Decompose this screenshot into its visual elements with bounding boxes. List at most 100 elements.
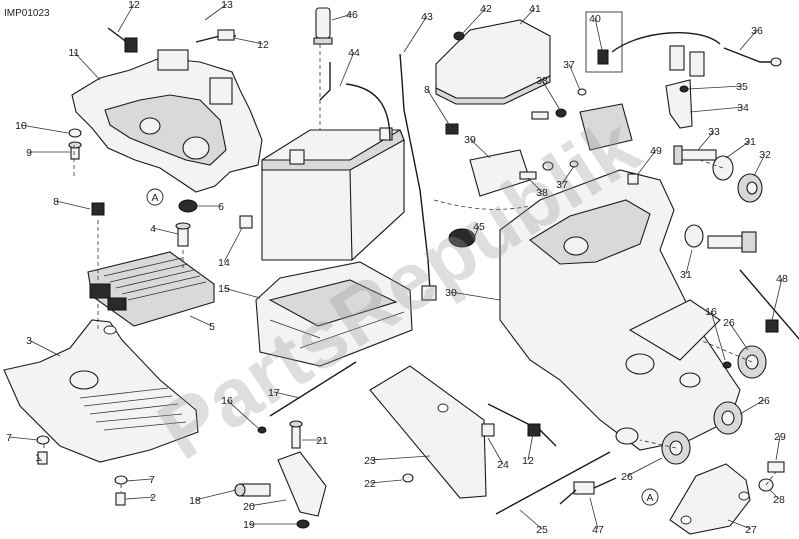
callout-label-47: 47: [592, 524, 604, 536]
callout-label-12: 12: [128, 0, 140, 11]
parts-artwork: [3, 7, 799, 535]
reference-mark-upper: A: [146, 188, 164, 206]
callout-leader: [223, 227, 243, 263]
callout-label-36: 36: [751, 25, 763, 37]
callout-label-25: 25: [536, 524, 548, 536]
callout-leader: [487, 437, 504, 465]
callout-leader: [223, 287, 261, 299]
callout-label-12: 12: [257, 39, 269, 51]
callout-label-43: 43: [421, 11, 433, 23]
callout-leader: [189, 315, 213, 327]
cable-clamp-top: [107, 27, 236, 53]
callout-leader: [8, 436, 39, 441]
callout-label-31: 31: [680, 269, 692, 281]
callout-label-8: 8: [53, 196, 59, 208]
callout-leader: [519, 509, 543, 530]
callout-leader: [637, 149, 657, 175]
callout-leader: [273, 391, 301, 399]
callout-label-22: 22: [364, 478, 376, 490]
callout-leader: [739, 29, 758, 51]
callout-label-5: 5: [209, 321, 215, 333]
grommet-45: [448, 228, 476, 248]
callout-leader: [561, 165, 575, 185]
clip-14: [239, 215, 253, 229]
clip-16-left: [257, 426, 267, 434]
callout-leader: [125, 496, 154, 500]
screws-bottom-left: [36, 435, 128, 506]
bracket-20-assembly: [234, 420, 327, 529]
callout-label-46: 46: [346, 9, 358, 21]
callout-label-7: 7: [149, 474, 155, 486]
callout-label-27: 27: [745, 524, 757, 536]
callout-label-35: 35: [736, 81, 748, 93]
callout-label-26: 26: [758, 395, 770, 407]
battery-box: [255, 261, 413, 367]
bracket-27-28-29: [669, 461, 785, 535]
battery-tray-bracket: [71, 49, 263, 193]
callout-label-7: 7: [6, 432, 12, 444]
callout-label-39: 39: [464, 134, 476, 146]
callout-leader: [469, 138, 491, 159]
callout-label-48: 48: [776, 273, 788, 285]
callout-leader: [233, 37, 264, 45]
nut-16-right: [722, 361, 732, 369]
callout-leader: [20, 124, 69, 134]
rod-25: [495, 451, 611, 515]
screw-22: [402, 473, 414, 483]
callout-label-10: 10: [15, 120, 27, 132]
callout-leader: [426, 88, 451, 127]
voltage-regulator: [87, 251, 215, 327]
callout-label-19: 19: [243, 519, 255, 531]
callout-label-41: 41: [529, 3, 541, 15]
callout-leader: [568, 63, 581, 91]
callout-leader: [226, 399, 259, 429]
battery-cables: [319, 53, 437, 301]
reference-mark-lower: A: [641, 488, 659, 506]
callout-leader: [769, 489, 780, 500]
callout-label-16: 16: [705, 306, 717, 318]
callout-label-31: 31: [744, 136, 756, 148]
assembly-lines: [43, 44, 777, 492]
callout-label-32: 32: [759, 149, 771, 161]
connector-47: [559, 477, 617, 505]
starter-relay: [469, 11, 633, 197]
callout-leader: [541, 79, 561, 111]
callout-label-29: 29: [774, 431, 786, 443]
clip-8-right: [445, 123, 459, 135]
callout-label-49: 49: [650, 145, 662, 157]
callout-label-21: 21: [316, 435, 328, 447]
rear-subframe: [499, 169, 741, 451]
callout-label-12: 12: [522, 455, 534, 467]
callout-label-26: 26: [621, 471, 633, 483]
callout-leader: [589, 497, 599, 530]
nut-35: [679, 85, 689, 93]
callout-leader: [73, 51, 101, 81]
svg-text:A: A: [646, 492, 653, 504]
callout-label-37: 37: [556, 179, 568, 191]
callout-label-2: 2: [150, 492, 156, 504]
callout-labels: 1234567788910111212121314151616171819202…: [6, 0, 788, 536]
callout-label-24: 24: [497, 459, 509, 471]
callout-leader: [594, 17, 603, 51]
battery: [261, 127, 405, 262]
callout-label-26: 26: [723, 317, 735, 329]
callout-leader: [689, 106, 744, 113]
cable-tie-24: [487, 403, 557, 447]
callout-label-44: 44: [348, 47, 360, 59]
callout-label-34: 34: [737, 102, 749, 114]
callout-leader: [473, 225, 480, 239]
battery-cover: [435, 19, 551, 105]
callout-leader: [771, 277, 783, 321]
callout-leader: [685, 249, 693, 275]
callout-leader: [248, 499, 287, 507]
clip-24: [481, 423, 495, 437]
plate-23: [369, 365, 487, 499]
callout-label-11: 11: [69, 47, 80, 59]
callout-leader: [125, 478, 153, 482]
bracket-34: [665, 79, 693, 129]
callout-leader: [369, 455, 431, 461]
callout-leader: [710, 310, 726, 361]
callout-leader: [339, 51, 355, 87]
positive-cable: [611, 31, 782, 77]
